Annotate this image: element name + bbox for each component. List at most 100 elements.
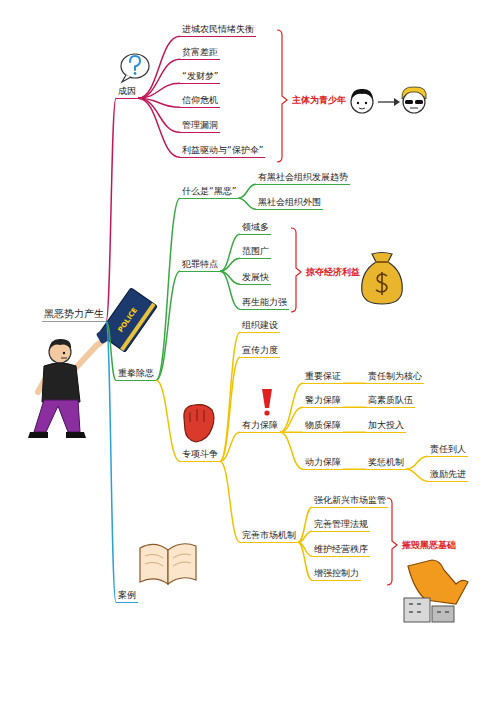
- fist-part: [190, 409, 204, 422]
- branch-line: [220, 258, 240, 271]
- topic-text: 完善管理法规: [314, 519, 368, 530]
- branch-line: [343, 469, 366, 471]
- teen-faces-part: [410, 108, 418, 109]
- cartoon-man-part: [34, 400, 80, 432]
- topic-text: 贫富差距: [182, 47, 218, 58]
- branch-line: [220, 332, 240, 461]
- money-bag-part: [376, 272, 387, 295]
- cartoon-man-part: [28, 432, 86, 438]
- branch-line: [220, 357, 240, 461]
- topic-node: 警力保障: [303, 395, 343, 408]
- topic-text: 高素质队伍: [368, 395, 413, 406]
- topic-node: 发展快: [240, 272, 271, 285]
- open-book-part: [168, 544, 196, 584]
- topic-text: 黑社会组织外围: [258, 197, 321, 208]
- topic-text: 组织建设: [242, 320, 278, 331]
- topic-text: 黑恶势力产生: [44, 308, 104, 321]
- topic-node: 有黑社会组织发展趋势: [256, 172, 350, 185]
- branch-line: [343, 432, 366, 434]
- exclamation-mark-part: [264, 410, 269, 415]
- bracket: [277, 30, 397, 585]
- badge-text: POLICE: [117, 306, 140, 334]
- topic-text: 强化新兴市场监管: [314, 495, 386, 506]
- topic-node: 重拳除恶: [116, 368, 156, 381]
- topic-node: 管理漏洞: [180, 120, 220, 133]
- branch-line: [343, 383, 366, 385]
- question-bubble-part: [121, 54, 149, 78]
- topic-node: 有力保障: [240, 420, 280, 433]
- topic-text: 加大投入: [368, 420, 404, 431]
- teen-faces-part: [415, 100, 423, 104]
- branch-line: [280, 383, 303, 432]
- teen-faces-part: [365, 102, 367, 104]
- branch-line: [106, 321, 116, 602]
- topic-text: 动力保障: [305, 457, 341, 468]
- topic-text: 专项斗争: [182, 449, 218, 460]
- topic-node: 奖惩机制: [366, 457, 406, 470]
- topic-node: 完善市场机制: [240, 530, 298, 543]
- branch-line: [298, 542, 312, 580]
- topic-node: 领域多: [240, 222, 271, 235]
- branch-line: [156, 198, 180, 380]
- question-bubble: [121, 54, 149, 82]
- fist: [184, 405, 214, 442]
- branch-line: [138, 98, 180, 157]
- teen-faces-part: [359, 108, 365, 109]
- topic-node: 什么是“黑恶”: [180, 186, 238, 199]
- branch-line: [280, 407, 303, 432]
- topic-node: 重要保证: [303, 371, 343, 384]
- topic-node: 专项斗争: [180, 449, 220, 462]
- topic-text: 奖惩机制: [368, 457, 404, 468]
- topic-node: 成因: [116, 86, 138, 99]
- branch-line: [298, 507, 312, 542]
- topic-text: 信仰危机: [182, 95, 218, 106]
- open-book: [140, 544, 196, 584]
- bracket-note: 掠夺经济利益: [306, 267, 360, 278]
- topic-node: 增强控制力: [312, 568, 361, 581]
- topic-node: 黑社会组织外围: [256, 197, 323, 210]
- branch-line: [280, 432, 303, 469]
- branch-line: [406, 469, 428, 481]
- open-book-part: [145, 554, 191, 566]
- bracket-note: 摧毁黑恶基础: [402, 540, 456, 551]
- topic-text: 发展快: [242, 272, 269, 283]
- hand-and-building-part: [404, 598, 430, 622]
- topic-text: 领域多: [242, 222, 269, 233]
- topic-node: 案例: [116, 590, 138, 603]
- bracket-part: [387, 498, 397, 585]
- bracket-part: [277, 30, 287, 162]
- topic-text: 激励先进: [430, 469, 466, 480]
- topic-node: 贫富差距: [180, 47, 220, 60]
- question-bubble-part: [122, 75, 131, 82]
- topic-text: 管理漏洞: [182, 120, 218, 131]
- open-book-part: [140, 544, 168, 584]
- topic-node: 维护经营秩序: [312, 544, 370, 557]
- topic-text: 范围广: [242, 246, 269, 257]
- topic-node: 组织建设: [240, 320, 280, 333]
- cartoon-man-part: [63, 352, 65, 354]
- branch-line: [298, 531, 312, 542]
- topic-text: 利益驱动与“保护伞”: [182, 145, 263, 156]
- topic-node: 动力保障: [303, 457, 343, 470]
- topic-node: 加大投入: [366, 420, 406, 433]
- topic-node: “发财梦”: [180, 71, 220, 84]
- topic-node: 责任到人: [428, 444, 468, 457]
- branch-line: [138, 36, 180, 98]
- money-bag-part: [375, 261, 389, 263]
- cartoon-man-part: [42, 363, 80, 402]
- fist-part: [184, 405, 214, 442]
- cartoon-man: [28, 328, 112, 438]
- topic-node: 进城农民情绪失衡: [180, 24, 256, 37]
- hand-and-building: [404, 560, 468, 622]
- topic-text: 维护经营秩序: [314, 544, 368, 555]
- topic-node: 责任制为核心: [366, 371, 424, 384]
- bracket-part: [291, 228, 301, 312]
- teen-faces-part: [357, 102, 359, 104]
- teen-faces-part: [405, 100, 413, 104]
- topic-text: 什么是“黑恶”: [182, 186, 236, 197]
- teen-faces-part: [351, 89, 373, 99]
- branch-line: [220, 461, 240, 542]
- topic-node: 激励先进: [428, 469, 468, 482]
- branch-line: [138, 83, 180, 98]
